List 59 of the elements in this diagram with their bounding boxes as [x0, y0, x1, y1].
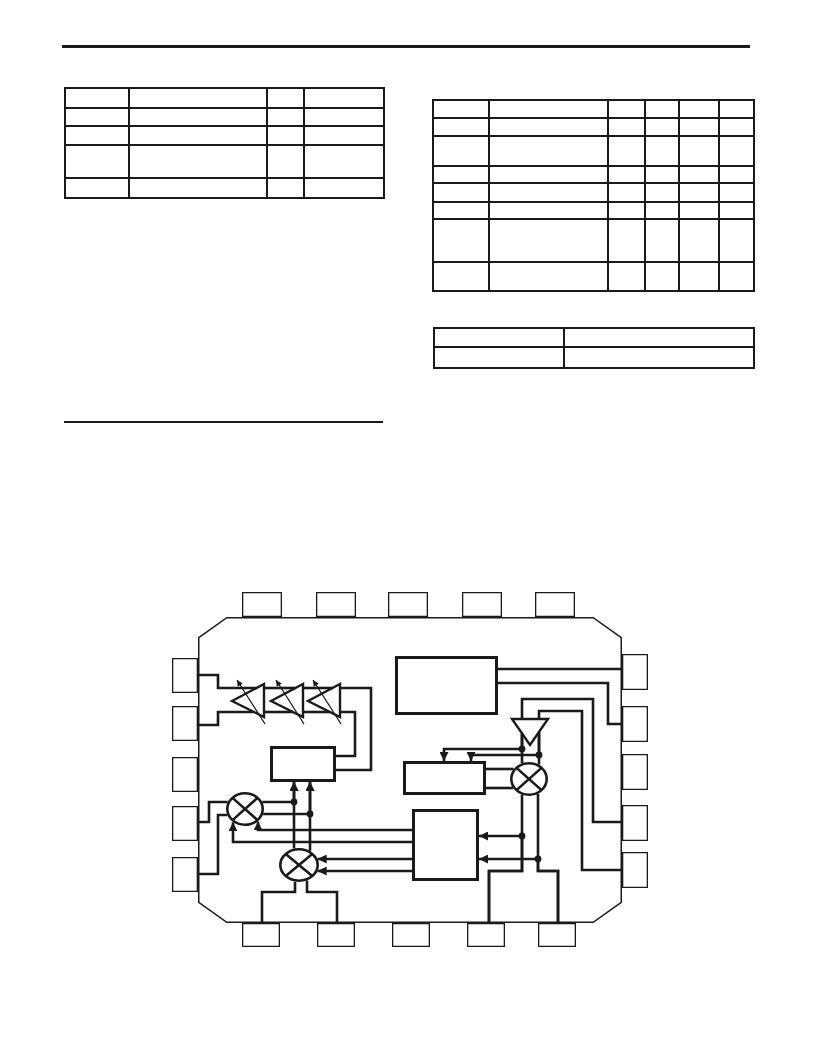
signal-line [264, 710, 293, 714]
function-block [403, 761, 486, 795]
pin-pad [317, 923, 355, 947]
pin-pad [538, 923, 576, 947]
arrow [262, 782, 299, 804]
signal-line [486, 786, 513, 790]
signal-line [498, 667, 622, 671]
pin-pad [622, 754, 648, 790]
variable-amplifier-symbol [229, 677, 267, 726]
pin-pad [242, 592, 282, 617]
pin-pad [316, 592, 356, 617]
arrow [228, 822, 412, 844]
function-block [395, 656, 498, 715]
pin-pad [462, 592, 502, 617]
variable-amplifier-symbol [268, 677, 306, 726]
amplifier-symbol [509, 716, 551, 748]
pin-pad [172, 757, 198, 792]
signal-line [198, 813, 228, 876]
function-block [412, 809, 479, 881]
signal-line [260, 881, 297, 923]
signal-line [264, 686, 296, 690]
variable-amplifier-symbol [305, 677, 343, 726]
pin-pad [467, 923, 505, 947]
pin-pad [622, 805, 648, 841]
pin-pad [535, 592, 575, 617]
arrow [479, 854, 560, 923]
signal-line [336, 686, 373, 772]
arrow [263, 782, 315, 816]
signal-line [198, 673, 257, 690]
signal-line [303, 686, 333, 690]
pin-pad [622, 706, 648, 742]
pin-pad [172, 658, 198, 693]
signal-line [198, 800, 228, 824]
mixer-symbol [510, 762, 548, 796]
pin-pad [388, 592, 428, 617]
pin-pad [172, 806, 198, 841]
signal-line [305, 880, 339, 923]
signal-line [520, 697, 622, 824]
pin-pad [242, 923, 280, 947]
arrow [479, 831, 524, 923]
arrow [466, 732, 541, 761]
pin-pad [622, 852, 648, 888]
pin-pad [172, 857, 198, 892]
pin-pad [392, 923, 430, 947]
arrow [317, 866, 412, 876]
arrow [253, 821, 412, 832]
function-block [270, 746, 336, 782]
pin-pad [622, 654, 648, 690]
arrow [317, 854, 412, 864]
signal-line [303, 710, 330, 714]
chip-package [198, 617, 622, 923]
signal-line [537, 709, 622, 872]
signal-line [486, 767, 514, 771]
signal-line [198, 710, 254, 727]
pin-pad [172, 706, 198, 741]
mixer-symbol [226, 792, 264, 826]
mixer-symbol [279, 848, 319, 882]
signal-line [498, 681, 622, 726]
arrow [439, 733, 524, 761]
